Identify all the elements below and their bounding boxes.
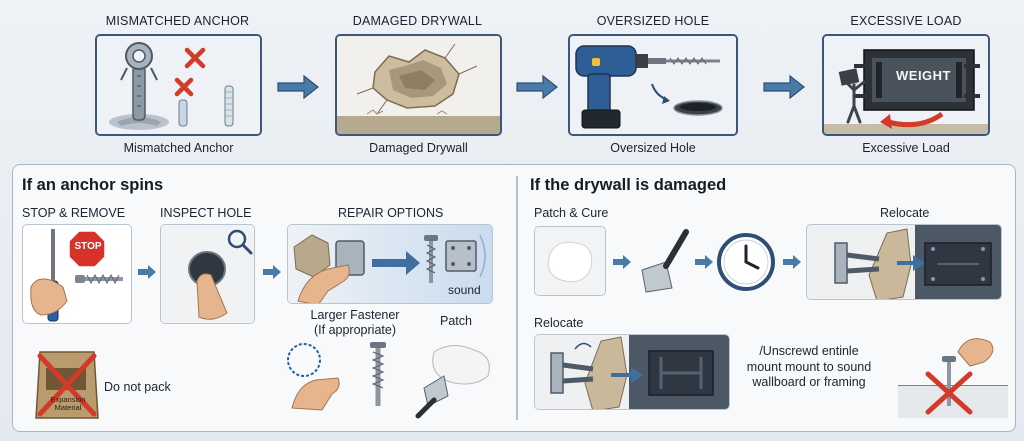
excessive-load-panel: WEIGHT (822, 34, 990, 136)
arrow-icon-top-1 (276, 74, 320, 100)
relocate-card-top (806, 224, 1002, 300)
larger-fastener-label: Larger Fastener (If appropriate) (310, 308, 400, 337)
arrow-icon-right-1 (612, 254, 632, 270)
patch-cure-card (534, 226, 606, 296)
red-x-icon-2 (174, 77, 194, 97)
arrow-icon-right-2 (694, 254, 714, 270)
trowel-icon (415, 375, 449, 419)
oversized-hole-caption: Oversized Hole (610, 141, 696, 155)
drill-icon (575, 45, 720, 129)
damaged-drywall-title: DAMAGED DRYWALL (352, 14, 483, 28)
weight-badge: WEIGHT (896, 68, 951, 83)
patch-trowel-illustration (415, 345, 490, 419)
arrow-icon-top-2 (515, 74, 559, 100)
mismatched-anchor-title: MISMATCHED ANCHOR (105, 14, 250, 28)
red-x-icon-1 (184, 47, 206, 69)
putty-knife-icon (641, 229, 689, 293)
stop-sign-icon (68, 230, 106, 268)
excessive-load-caption: Excessive Load (862, 141, 950, 155)
larger-fastener-illustration (287, 342, 386, 411)
section-divider (516, 176, 518, 420)
damaged-drywall-illustration (337, 36, 500, 134)
patch-cure-label: Patch & Cure (534, 206, 609, 220)
drywall-damaged-title: If the drywall is damaged (530, 176, 727, 194)
arrow-icon-right-3 (782, 254, 802, 270)
arrow-icon-top-3 (762, 74, 806, 100)
repair-options-label: REPAIR OPTIONS (338, 206, 444, 220)
excessive-load-illustration (824, 36, 988, 134)
unscrew-instruction: /Unscrewd entinle mount mount to sound w… (746, 344, 872, 390)
oversized-hole-title: OVERSIZED HOLE (596, 14, 710, 28)
excessive-load-title: EXCESSIVE LOAD (850, 14, 962, 28)
patch-option-label: Patch (440, 314, 472, 328)
person-icon (838, 68, 866, 124)
clock-icon (717, 233, 775, 291)
mismatched-anchor-illustration (97, 36, 260, 134)
damaged-drywall-caption: Damaged Drywall (369, 141, 468, 155)
arrow-icon-left-2 (262, 264, 282, 280)
oversized-hole-panel (568, 34, 738, 136)
screw-icon (75, 273, 123, 285)
stop-remove-label: STOP & REMOVE (22, 206, 126, 220)
oversized-hole-illustration (570, 36, 736, 134)
anchor-spins-title: If an anchor spins (22, 176, 164, 194)
large-screw-icon (370, 342, 386, 406)
stop-sign-text: STOP (74, 241, 102, 252)
damaged-drywall-panel (335, 34, 502, 136)
sound-label: sound (448, 283, 481, 297)
bag-text: Expansion Material (50, 395, 86, 412)
screw-icon-wall (942, 356, 956, 406)
no-screw-into-wall-illustration (898, 338, 1008, 418)
relocate-label-bottom: Relocate (534, 316, 584, 330)
inspect-hole-label: INSPECT HOLE (160, 206, 252, 220)
mismatched-anchor-caption: Mismatched Anchor (123, 141, 234, 155)
magnifier-icon (227, 229, 253, 255)
repair-options-card: sound (287, 224, 493, 304)
relocate-card-bottom (534, 334, 730, 410)
stop-remove-card: STOP (22, 224, 132, 324)
arrow-icon-left-1 (137, 264, 157, 280)
expansion-material-bag-icon (35, 351, 99, 419)
do-not-pack-label: Do not pack (104, 380, 171, 394)
relocate-label-top: Relocate (880, 206, 930, 220)
mismatched-anchor-panel (95, 34, 262, 136)
screw-icon-repair (424, 235, 438, 283)
inspect-hole-card (160, 224, 255, 324)
